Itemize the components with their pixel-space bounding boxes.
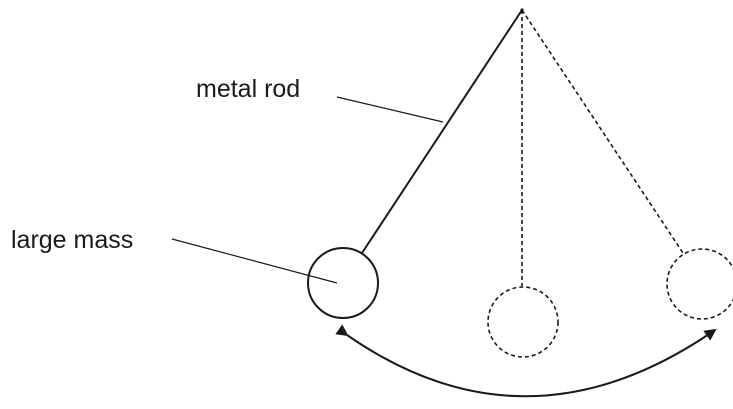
mass-right-position bbox=[666, 248, 733, 320]
mass-leader-line bbox=[171, 238, 338, 284]
mass-center-position bbox=[487, 286, 559, 358]
rod-right-position bbox=[521, 9, 684, 254]
large-mass-label: large mass bbox=[11, 226, 133, 254]
metal-rod-label: metal rod bbox=[196, 75, 300, 103]
swing-arc-arrow bbox=[335, 324, 717, 398]
large-mass bbox=[307, 247, 379, 319]
rod-leader-line bbox=[336, 96, 444, 123]
metal-rod bbox=[361, 9, 523, 254]
